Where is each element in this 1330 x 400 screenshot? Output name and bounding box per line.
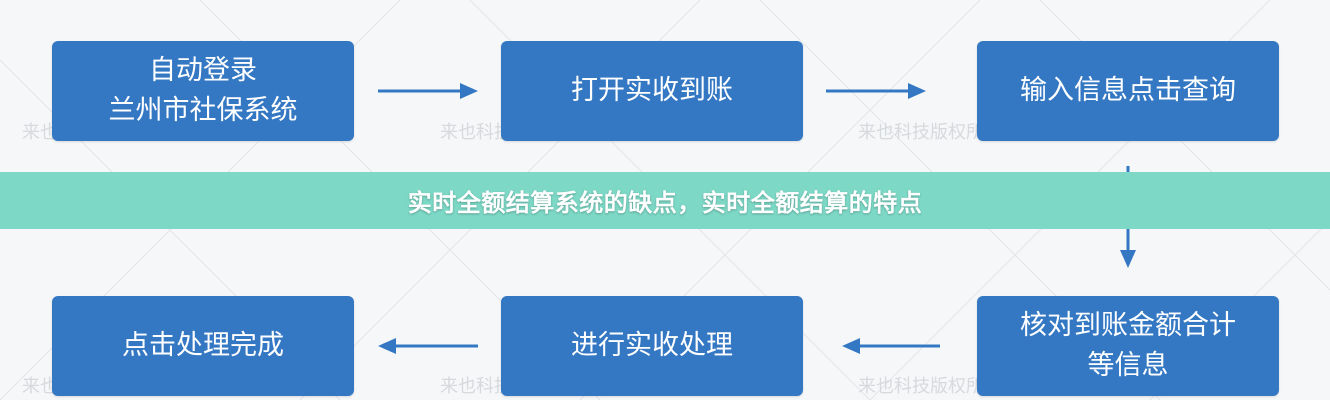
- watermark-3: 来也科技版权所有: [858, 122, 1002, 143]
- step-4-verify-box: 核对到账金额合计 等信息: [977, 296, 1279, 396]
- step-5-process-box: 进行实收处理: [501, 296, 803, 396]
- title-banner: 实时全额结算系统的缺点，实时全额结算的特点: [0, 172, 1330, 229]
- step-6-line-1: 点击处理完成: [122, 330, 284, 361]
- step-4-line-1: 核对到账金额合计: [1020, 310, 1236, 341]
- step-2-line-1: 打开实收到账: [571, 75, 733, 106]
- step-1-login-box: 自动登录 兰州市社保系统: [52, 41, 354, 141]
- step-6-complete-box: 点击处理完成: [52, 296, 354, 396]
- banner-title: 实时全额结算系统的缺点，实时全额结算的特点: [407, 189, 923, 217]
- watermark-6: 来也科技版权所有: [858, 376, 1002, 397]
- step-4-line-2: 等信息: [1087, 350, 1169, 381]
- step-5-line-1: 进行实收处理: [571, 330, 733, 361]
- step-3-query-box: 输入信息点击查询: [977, 41, 1279, 141]
- step-3-line-1: 输入信息点击查询: [1020, 75, 1236, 106]
- step-2-open-receipt-box: 打开实收到账: [501, 41, 803, 141]
- step-1-line-1: 自动登录: [149, 55, 257, 86]
- step-1-line-2: 兰州市社保系统: [108, 95, 298, 126]
